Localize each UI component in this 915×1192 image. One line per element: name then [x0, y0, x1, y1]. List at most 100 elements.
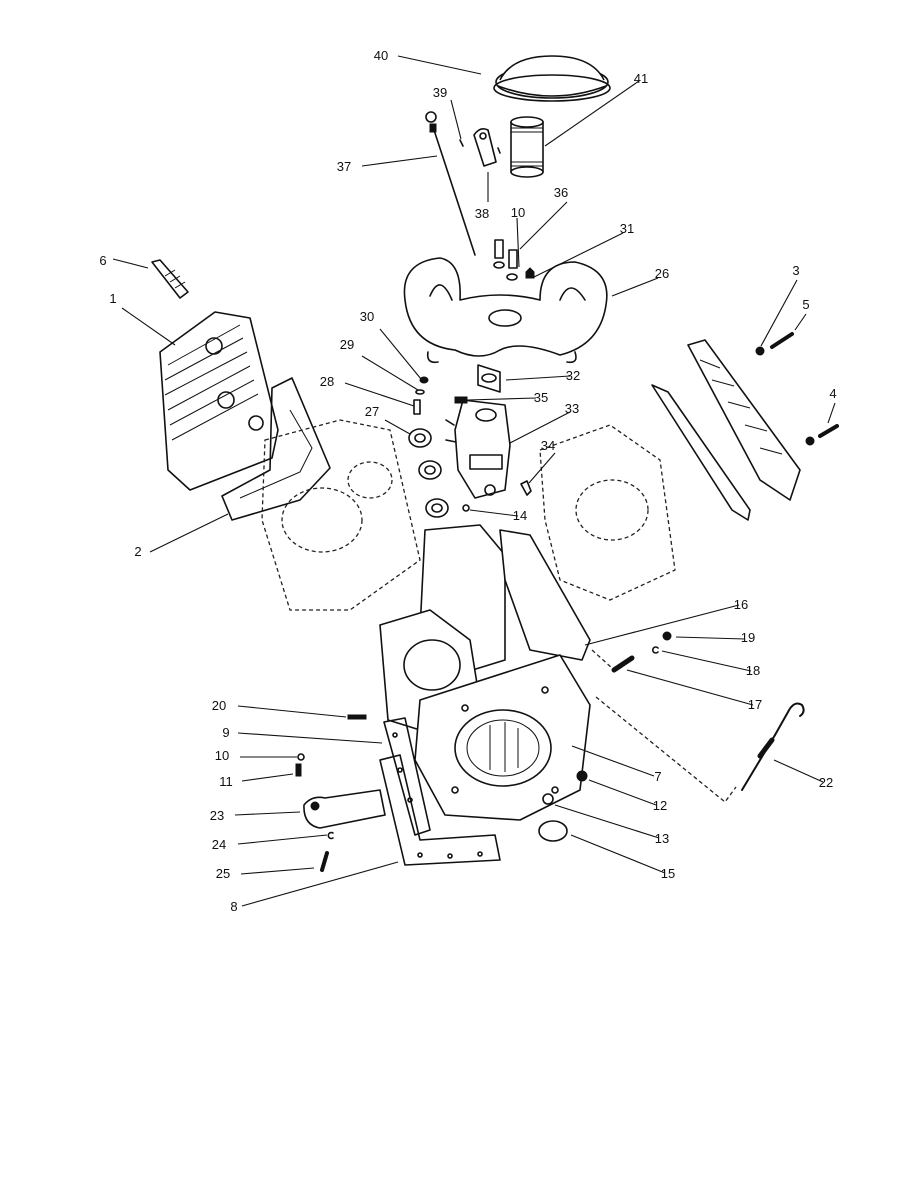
leader-line — [237, 834, 328, 845]
cylinder-head-right — [687, 339, 801, 501]
leader-line — [773, 759, 824, 783]
mounting-arm — [303, 789, 386, 829]
cylinder-left-phantom — [261, 419, 421, 611]
leader-line — [661, 650, 752, 672]
mounting-bracket — [459, 128, 501, 167]
callout-8: 8 — [230, 861, 399, 914]
callout-label: 41 — [634, 71, 648, 86]
washer-10 — [297, 753, 305, 761]
callout-1: 1 — [109, 291, 176, 346]
air-cleaner-cover — [493, 55, 611, 102]
leader-line — [544, 80, 640, 147]
callout-label: 14 — [513, 508, 527, 523]
callout-34: 34 — [528, 438, 556, 484]
callout-16: 16 — [584, 597, 748, 646]
plug-12 — [576, 770, 588, 782]
callout-label: 34 — [541, 438, 555, 453]
bolt-5 — [770, 332, 794, 349]
callout-13: 13 — [554, 804, 669, 846]
callout-5: 5 — [794, 297, 810, 331]
dipstick — [741, 702, 805, 791]
leader-line — [611, 277, 659, 297]
callout-label: 36 — [554, 185, 568, 200]
callout-label: 11 — [219, 774, 233, 789]
callout-label: 25 — [216, 866, 230, 881]
leader-line — [626, 669, 754, 706]
callout-28: 28 — [320, 374, 415, 407]
leader-line — [588, 779, 657, 806]
callout-26: 26 — [611, 266, 669, 297]
leader-line — [675, 636, 746, 640]
leader-line — [112, 258, 149, 269]
callout-25: 25 — [216, 866, 315, 881]
callout-17: 17 — [626, 669, 762, 712]
clip-18 — [652, 646, 659, 654]
callout-label: 7 — [654, 769, 661, 784]
callout-30: 30 — [360, 309, 422, 380]
crankcase-block — [379, 524, 591, 821]
callout-label: 24 — [212, 837, 226, 852]
air-filter-tube — [510, 116, 544, 178]
callout-41: 41 — [544, 71, 648, 147]
callout-label: 33 — [565, 401, 579, 416]
spacer-rings — [408, 376, 449, 518]
callout-38: 38 — [475, 172, 489, 221]
cap-15 — [538, 820, 568, 842]
callout-label: 3 — [792, 263, 799, 278]
callout-label: 30 — [360, 309, 374, 324]
head-gasket-left — [221, 377, 331, 521]
carburetor-gasket — [477, 364, 501, 393]
callout-label: 6 — [99, 253, 106, 268]
callout-label: 37 — [337, 159, 351, 174]
callout-35: 35 — [466, 390, 548, 405]
callout-9: 9 — [222, 725, 383, 744]
leader-line — [397, 55, 482, 75]
callout-layer: 1234567891010111213141516171819202223242… — [99, 48, 836, 914]
callout-label: 10 — [215, 748, 229, 763]
callout-label: 29 — [340, 337, 354, 352]
cylinder-head-left — [159, 311, 279, 491]
plug-14 — [462, 504, 470, 512]
callout-29: 29 — [340, 337, 419, 391]
callout-12: 12 — [588, 779, 667, 813]
callout-label: 32 — [566, 368, 580, 383]
leader-line — [509, 411, 571, 444]
leader-line — [794, 313, 807, 331]
callout-2: 2 — [134, 513, 229, 559]
washer-3 — [755, 346, 765, 356]
clip-24 — [327, 831, 334, 840]
callout-label: 18 — [746, 663, 760, 678]
callout-label: 22 — [819, 775, 833, 790]
leader-line — [760, 279, 798, 347]
callout-label: 31 — [620, 221, 634, 236]
stud-17 — [611, 655, 635, 673]
leader-line — [450, 99, 462, 140]
leader-line — [121, 307, 176, 346]
callout-label: 2 — [134, 544, 141, 559]
bolt-25 — [320, 851, 329, 872]
bolt-4 — [818, 424, 839, 438]
callout-label: 4 — [829, 386, 836, 401]
leader-line — [469, 509, 519, 517]
leader-line — [237, 732, 383, 744]
callout-label: 26 — [655, 266, 669, 281]
leader-line — [519, 201, 568, 250]
callout-label: 13 — [655, 831, 669, 846]
callout-39: 39 — [433, 85, 462, 140]
leader-line — [516, 217, 520, 268]
breather-tube — [425, 111, 476, 256]
plug-13 — [542, 793, 554, 805]
leader-line — [505, 375, 571, 381]
pin-20 — [347, 714, 367, 720]
callout-10: 10 — [511, 205, 525, 268]
callout-label: 20 — [212, 698, 226, 713]
dashed-guide-17 — [591, 649, 613, 669]
carburetor — [445, 399, 511, 499]
leader-line — [571, 745, 655, 777]
callout-33: 33 — [509, 401, 579, 444]
screw-11 — [295, 763, 302, 777]
callout-22: 22 — [773, 759, 833, 790]
leader-line — [234, 811, 301, 816]
leader-line — [570, 834, 666, 874]
